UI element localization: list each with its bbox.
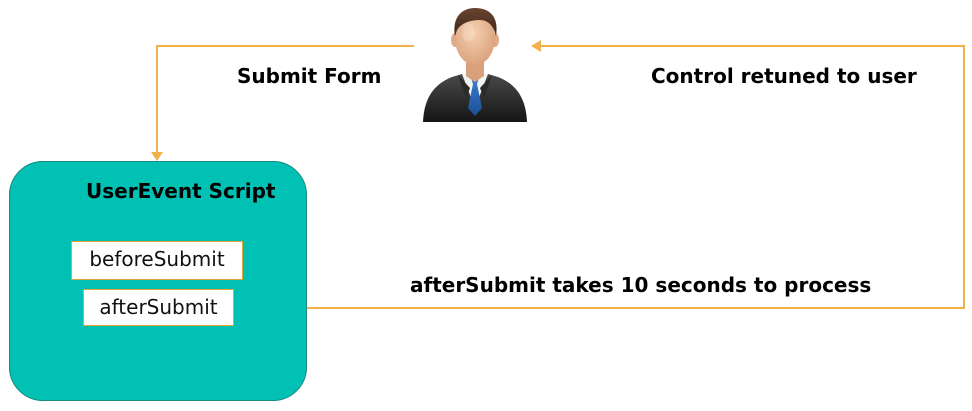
before-submit-hook: beforeSubmit xyxy=(71,241,243,280)
after-submit-duration-label: afterSubmit takes 10 seconds to process xyxy=(410,273,872,297)
userevent-script-title: UserEvent Script xyxy=(86,179,276,203)
after-submit-hook: afterSubmit xyxy=(83,289,234,326)
script-box-shape xyxy=(9,161,307,401)
userevent-script-box: UserEvent Script beforeSubmit afterSubmi… xyxy=(9,161,307,401)
submit-form-arrow xyxy=(156,45,414,153)
control-returned-label: Control retuned to user xyxy=(651,64,917,88)
control-returned-line xyxy=(242,45,965,309)
submit-form-label: Submit Form xyxy=(237,64,382,88)
submit-form-arrowhead xyxy=(151,152,163,161)
businessman-user-icon xyxy=(423,8,527,122)
control-returned-arrowhead xyxy=(531,40,541,52)
